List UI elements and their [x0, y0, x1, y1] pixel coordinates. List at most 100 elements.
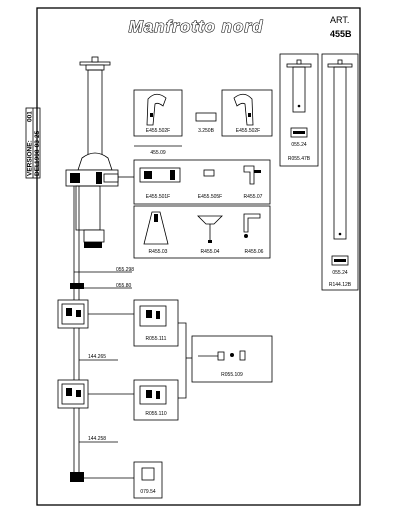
- label-144-265: 144.265: [88, 354, 106, 360]
- article-label: ART.: [330, 15, 349, 25]
- frame-r055-109: [191, 335, 273, 383]
- label-455-09: 455.09: [150, 150, 166, 156]
- lower-clamp-1: R055.111: [57, 299, 179, 347]
- r144-12b-tube: [333, 66, 347, 240]
- frame-079-54: [133, 461, 163, 499]
- part-079-54: 079.54: [133, 461, 163, 499]
- r055-110-knob: [146, 390, 152, 398]
- label-055-298: 055.298: [116, 267, 134, 273]
- knob-housing-slot: [154, 214, 158, 222]
- label-r455-04: R455.04: [201, 249, 220, 255]
- label-079-54: 079.54: [140, 489, 156, 495]
- top-plate: [79, 61, 111, 66]
- top-plate-hub: [85, 64, 105, 71]
- r055-109-bolt-head: [217, 351, 225, 361]
- cam-screw-head: [208, 240, 212, 243]
- label-e455-505f: E455.505F: [198, 194, 222, 200]
- column-body: [75, 185, 101, 231]
- label-e455-502f-left: E455.502F: [146, 128, 170, 134]
- label-055-24-a: 055.24: [291, 142, 307, 148]
- frame-r055-110: [133, 379, 179, 421]
- part-r055-109: R055.109: [178, 322, 273, 399]
- lever-left-icon: [146, 93, 167, 126]
- label-r455-07: R455.07: [244, 194, 263, 200]
- r144-12b-hole: [338, 232, 342, 236]
- clamp-2-knob: [66, 388, 72, 396]
- lever-arm-pin: [244, 234, 248, 238]
- r055-47b-plate: [286, 63, 312, 68]
- clamp-block-knob: [144, 171, 152, 179]
- foot-079-54-icon: [141, 467, 155, 481]
- part-r055-47b: 055.24 R055.47B: [279, 53, 319, 167]
- label-3-250b: 3.250B: [198, 128, 215, 134]
- clamp-head-side: [103, 173, 119, 183]
- lower-clamp-2: R055.110: [57, 379, 179, 421]
- r144-12b-screw: [337, 59, 343, 65]
- top-screw: [91, 56, 99, 63]
- clamp-1-knob: [66, 308, 72, 316]
- label-r144-12b: R144.12B: [329, 282, 352, 288]
- label-r455-03: R455.03: [149, 249, 168, 255]
- bracket-tab: [254, 170, 261, 173]
- cap-055-24-b-fill: [334, 259, 346, 262]
- label-055-80: 055.80: [116, 283, 132, 289]
- frame-e455-502f-right: [221, 89, 273, 137]
- knob-housing-icon: [143, 211, 169, 245]
- clamp-2-lever: [76, 390, 81, 397]
- parts-row-3: R455.03 R455.04 R455.06: [133, 205, 271, 259]
- frame-e455-502f-left: [133, 89, 183, 137]
- coupling-055-80: [70, 283, 84, 289]
- lever-arm-icon: [243, 213, 261, 233]
- r055-110-icon: [139, 385, 167, 405]
- version-label: VERSIONE:: [27, 140, 34, 176]
- lever-left-slot: [150, 113, 153, 117]
- base-foot: [70, 472, 84, 482]
- article-number: 455B: [330, 29, 352, 39]
- lever-right-slot: [248, 113, 251, 117]
- r055-111-knob: [146, 310, 152, 318]
- date-label: DEL:: [34, 161, 41, 176]
- frame-r144-12b: [321, 53, 359, 291]
- rod-leaders: 055.298 055.80: [70, 267, 134, 289]
- version-box: VERSIONE: 001 DEL: 1998-03-25: [25, 107, 41, 179]
- version-value: 001: [27, 111, 34, 122]
- r055-47b-tube: [292, 66, 306, 113]
- main-column-assembly: [65, 56, 119, 300]
- label-055-24-b: 055.24: [332, 270, 348, 276]
- label-r455-06: R455.06: [245, 249, 264, 255]
- label-e455-501f: E455.501F: [146, 194, 170, 200]
- label-144-258: 144.258: [88, 436, 106, 442]
- sheet-border: [36, 7, 361, 506]
- r055-47b-hole: [297, 104, 301, 108]
- r144-12b-plate: [327, 63, 353, 68]
- column-collar: [77, 152, 113, 171]
- pad-icon: [203, 169, 215, 177]
- clamp-head-lever: [96, 172, 102, 184]
- column-base-cap: [84, 242, 102, 248]
- bracket-icon: [243, 165, 255, 185]
- label-r055-111: R055.111: [146, 336, 167, 342]
- parts-row-2: 455.09 E455.501F E455.505F R455.07: [133, 145, 271, 205]
- label-e455-502f-right: E455.502F: [236, 128, 260, 134]
- r055-47b-screw: [296, 59, 302, 65]
- part-r144-12b: 055.24 R144.12B: [321, 53, 359, 291]
- date-value: 1998-03-25: [34, 130, 41, 164]
- r055-109-washer: [230, 353, 234, 357]
- label-r055-47b: R055.47B: [288, 156, 311, 162]
- r055-111-icon: [139, 305, 167, 327]
- parts-row-1: E455.502F 3.250B E455.502F: [133, 89, 273, 137]
- clamp-1-lever: [76, 310, 81, 317]
- frame-r455-group: [133, 205, 271, 259]
- column-lower-sleeve: [83, 229, 105, 243]
- cap-055-24-a-fill: [293, 131, 305, 134]
- label-r055-109: R055.109: [221, 372, 243, 378]
- r055-111-lever: [156, 311, 160, 319]
- lever-right-icon: [233, 93, 254, 126]
- brand-title: Manfrotto nord: [129, 17, 264, 36]
- label-r055-110: R055.110: [145, 411, 167, 417]
- clamp-block-lever: [170, 170, 175, 180]
- frame-e455-501f-group: [133, 159, 271, 205]
- r055-109-bracket: [178, 322, 187, 399]
